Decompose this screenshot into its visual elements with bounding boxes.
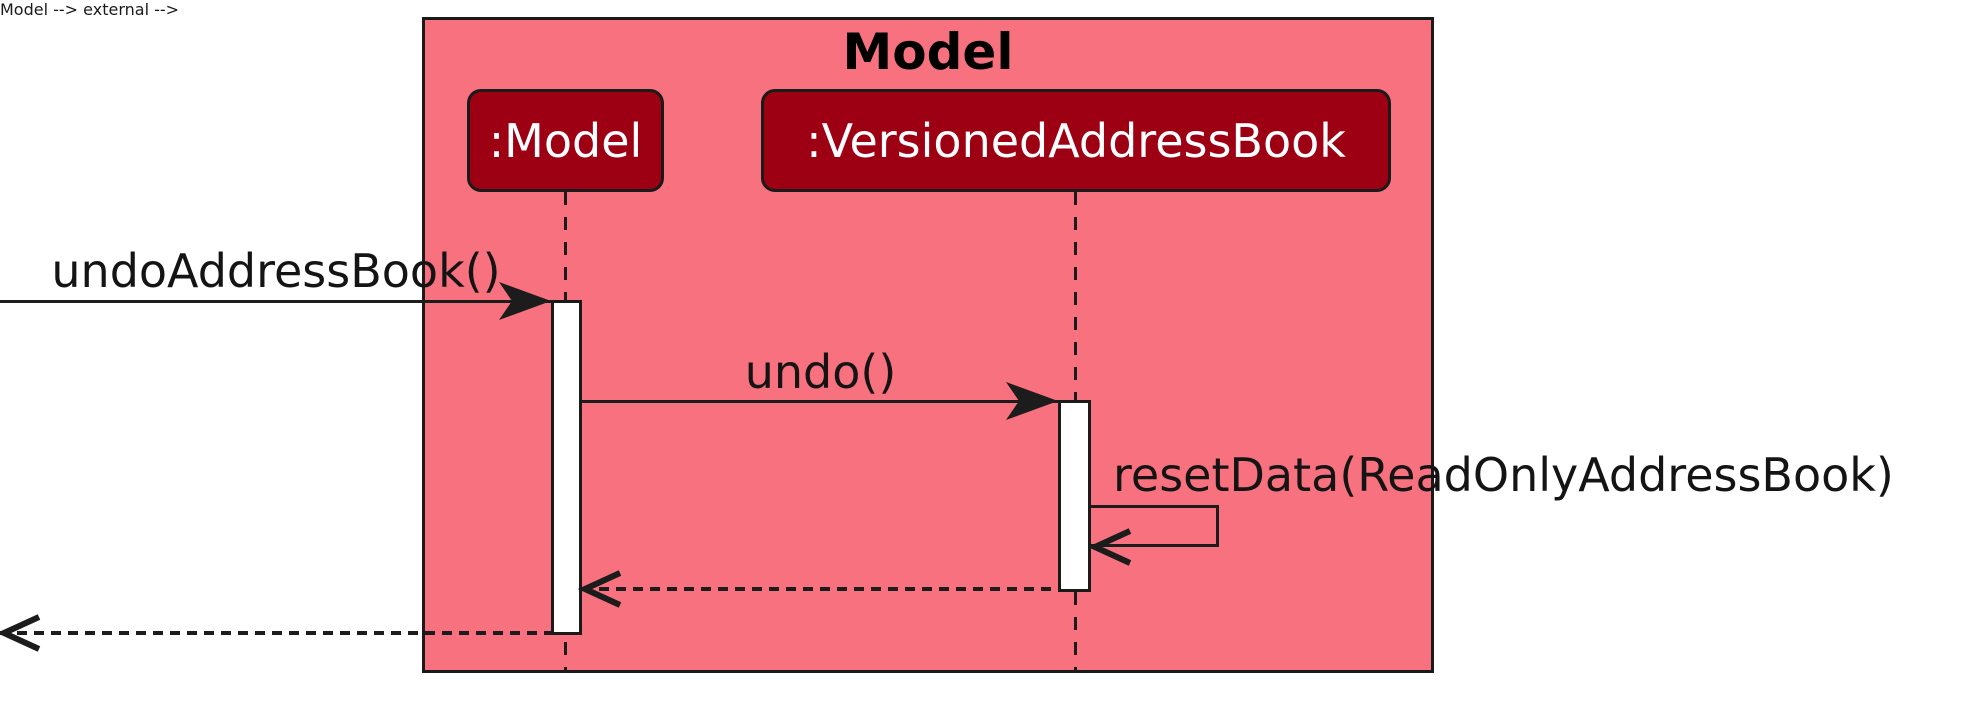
participant-versionedaddressbook: :VersionedAddressBook	[761, 89, 1391, 192]
open-arrowhead-left-icon	[577, 568, 624, 614]
participant-model: :Model	[467, 89, 664, 192]
participant-model-label: :Model	[488, 113, 643, 168]
filled-arrowhead-right-icon	[493, 278, 553, 328]
return-line-vab-to-model	[582, 587, 1059, 591]
message-label-undo: undo()	[744, 345, 897, 399]
return-line-model-to-external	[0, 631, 553, 635]
participant-versionedaddressbook-label: :VersionedAddressBook	[806, 113, 1346, 168]
message-label-undoaddressbook: undoAddressBook()	[51, 244, 501, 298]
filled-arrowhead-right-icon	[1000, 378, 1060, 428]
activation-bar-versionedaddressbook	[1058, 400, 1091, 592]
open-arrowhead-left-icon	[0, 612, 43, 658]
activation-bar-model	[551, 300, 582, 635]
message-label-resetdata: resetData(ReadOnlyAddressBook)	[1113, 448, 1894, 502]
group-title: Model	[842, 23, 1014, 81]
message-line-undo	[582, 400, 1059, 403]
message-line-undoaddressbook	[0, 300, 553, 303]
open-arrowhead-left-icon	[1087, 526, 1134, 572]
self-call-loop	[1089, 505, 1219, 547]
